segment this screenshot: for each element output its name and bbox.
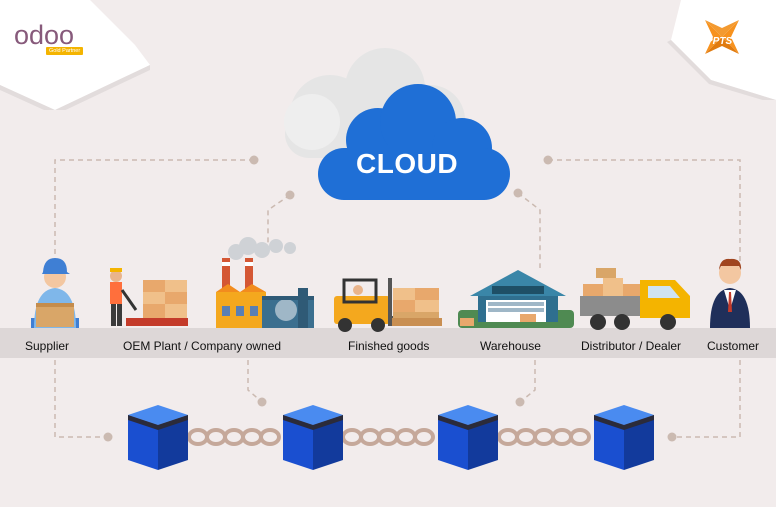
connector-oem-chain <box>247 360 263 403</box>
customer-person-icon <box>710 258 750 328</box>
ppts-logo-icon <box>705 20 739 54</box>
connector-warehouse-chain <box>519 360 536 403</box>
stage-band <box>0 328 776 358</box>
oem-pallet-boxes-icon <box>143 280 187 318</box>
chain-links <box>187 428 591 446</box>
connector-supplier-chain <box>54 360 108 438</box>
supplier-person-icon <box>31 258 79 328</box>
block-3-icon <box>438 405 498 470</box>
stage-label-oem-plant: OEM Plant / Company owned <box>123 339 282 353</box>
odoo-corner-panel <box>0 0 150 110</box>
factory-icon <box>216 237 314 328</box>
stage-label-supplier: Supplier <box>25 339 70 353</box>
connector-cloud-warehouse <box>517 192 541 268</box>
gold-partner-badge: Gold Partner <box>46 47 84 55</box>
finished-goods-boxes-icon <box>392 288 442 326</box>
ppts-logo-text: PPTS <box>706 36 733 47</box>
stage-label-distributor: Distributor / Dealer <box>581 339 682 353</box>
delivery-truck-icon <box>580 268 690 330</box>
stage-label-customer: Customer <box>707 339 760 353</box>
connector-customer-chain <box>672 360 741 438</box>
connector-cloud-customer <box>548 159 741 265</box>
block-2-icon <box>283 405 343 470</box>
ppts-corner-panel <box>667 0 776 100</box>
oem-worker-icon <box>110 268 188 326</box>
warehouse-icon <box>458 270 574 328</box>
connector-dots <box>103 155 677 442</box>
block-4-icon <box>594 405 654 470</box>
dashed-connectors <box>54 159 741 438</box>
stage-label-finished-goods: Finished goods <box>348 339 430 353</box>
forklift-icon <box>334 278 412 332</box>
stage-label-warehouse: Warehouse <box>480 339 541 353</box>
cloud-icon <box>284 48 510 200</box>
connector-cloud-supplier <box>54 159 254 265</box>
block-1-icon <box>128 405 188 470</box>
odoo-logo: odoo <box>14 20 75 50</box>
cloud-label: CLOUD <box>356 148 459 179</box>
